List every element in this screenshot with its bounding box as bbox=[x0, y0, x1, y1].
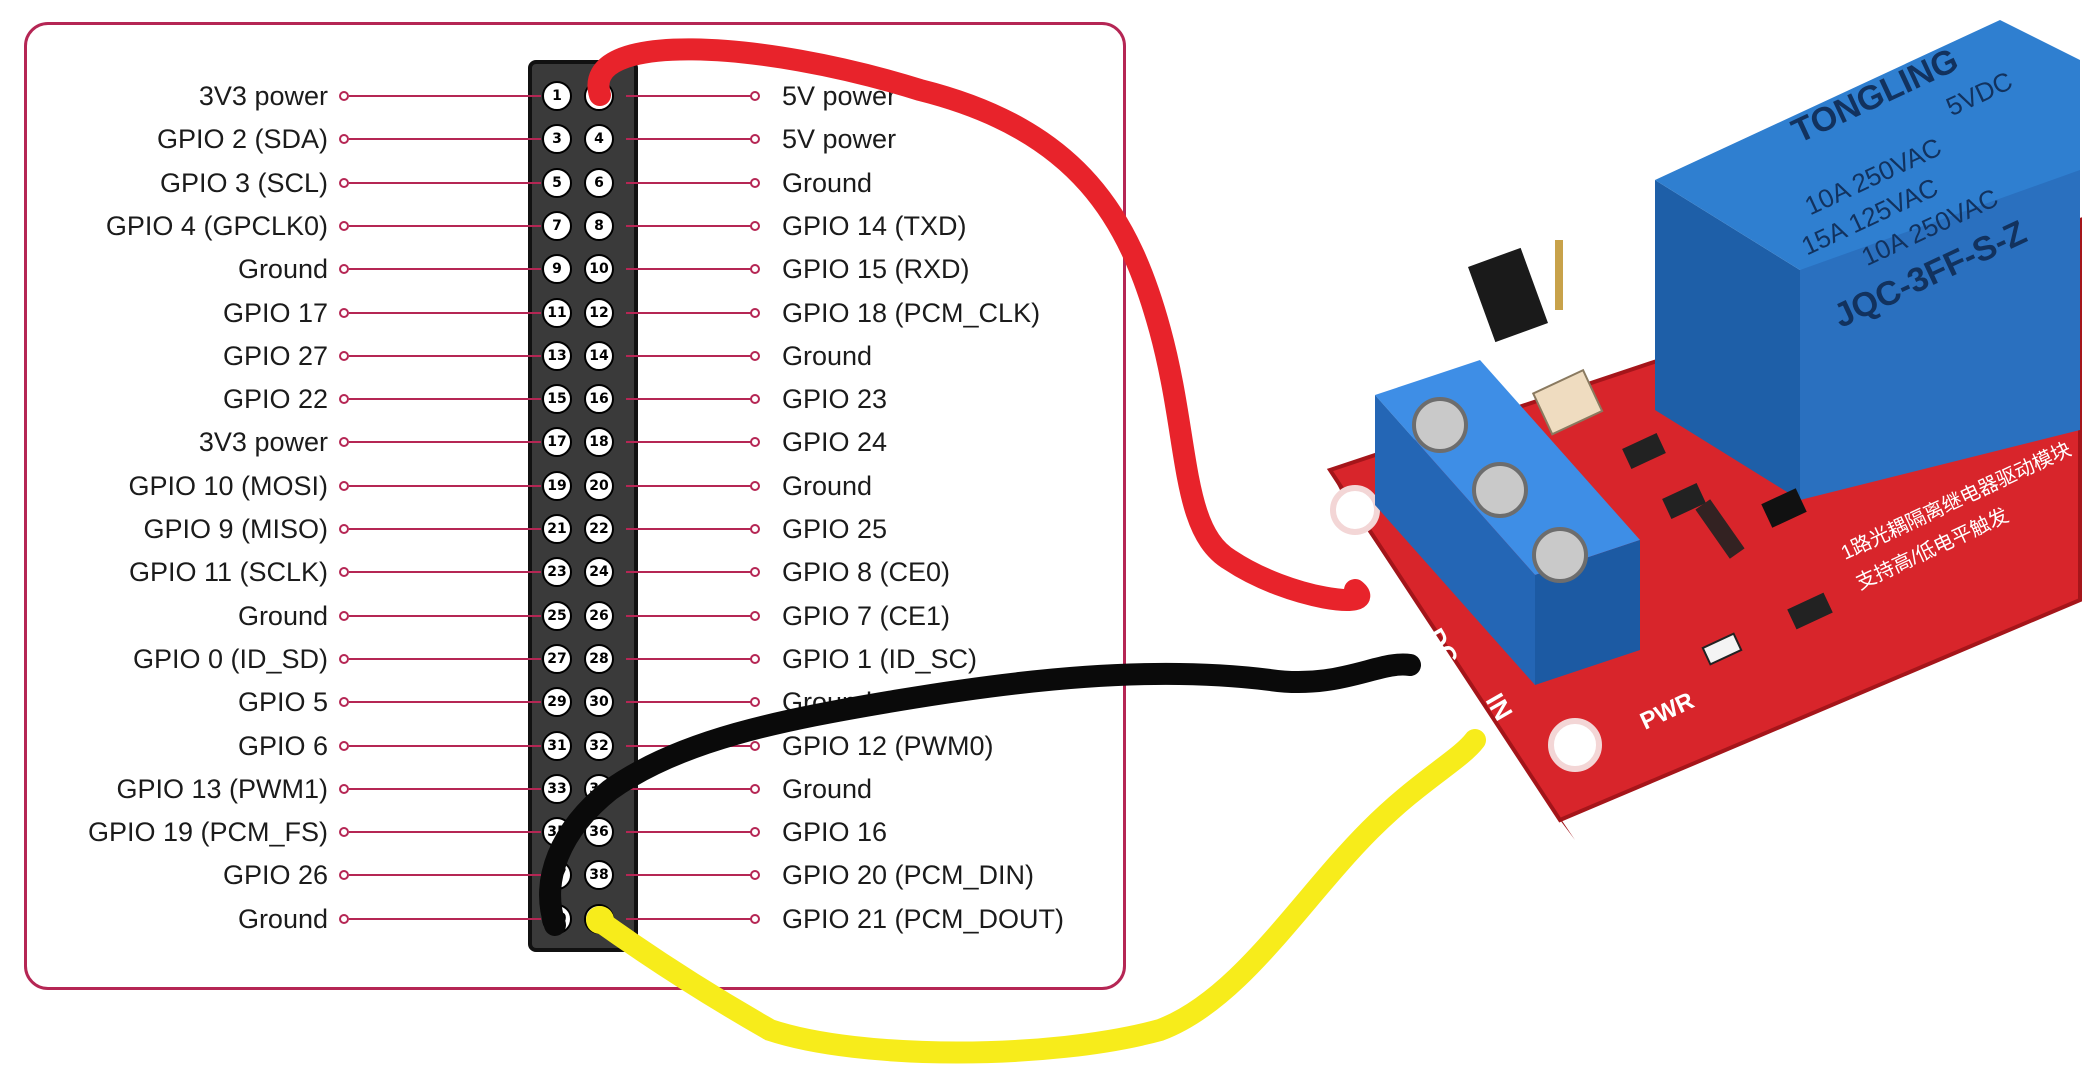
pin-leader-line bbox=[349, 355, 541, 357]
pin-label-left: GPIO 2 (SDA) bbox=[156, 124, 328, 154]
pin-leader-line bbox=[349, 528, 541, 530]
mounting-hole-icon bbox=[1330, 485, 1380, 535]
pin-label-left: GPIO 17 bbox=[222, 298, 328, 328]
pin-connector-dot bbox=[339, 741, 349, 751]
pin-number: 3 bbox=[542, 124, 572, 154]
pin-leader-line bbox=[349, 138, 541, 140]
pin-leader-line bbox=[349, 831, 541, 833]
screw-icon bbox=[1412, 397, 1468, 453]
pin-label-left: GPIO 19 (PCM_FS) bbox=[87, 817, 328, 847]
screw-icon bbox=[1532, 527, 1588, 583]
pin-connector-dot bbox=[339, 567, 349, 577]
pin-label-left: GPIO 3 (SCL) bbox=[159, 168, 328, 198]
pin-label-left: GPIO 4 (GPCLK0) bbox=[105, 211, 328, 241]
pin-number: 17 bbox=[542, 427, 572, 457]
pin-leader-line bbox=[349, 182, 541, 184]
jumper-pin-icon bbox=[1555, 240, 1563, 310]
pin-label-left: GPIO 9 (MISO) bbox=[143, 514, 328, 544]
pin-connector-dot bbox=[339, 134, 349, 144]
pin-leader-line bbox=[349, 398, 541, 400]
pin-label-left: 3V3 power bbox=[198, 81, 328, 111]
resistor-icon bbox=[1662, 483, 1706, 519]
pin-leader-line bbox=[349, 485, 541, 487]
resistor-icon bbox=[1622, 433, 1666, 469]
terminal-block-front bbox=[1375, 395, 1535, 685]
relay-body-top bbox=[1655, 20, 2080, 270]
relay-body-side bbox=[1655, 180, 1800, 500]
pin-leader-line bbox=[349, 571, 541, 573]
pin-connector-dot bbox=[339, 481, 349, 491]
pin-number: 25 bbox=[542, 601, 572, 631]
pin-leader-line bbox=[349, 615, 541, 617]
diode-icon bbox=[1695, 499, 1745, 559]
pin-leader-line bbox=[349, 701, 541, 703]
pin-connector-dot bbox=[339, 827, 349, 837]
pin-number: 13 bbox=[542, 341, 572, 371]
pin-number: 15 bbox=[542, 384, 572, 414]
pin-connector-dot bbox=[339, 870, 349, 880]
pin-label-left: Ground bbox=[237, 904, 328, 934]
pin-label-left: GPIO 27 bbox=[222, 341, 328, 371]
pin-connector-dot bbox=[339, 437, 349, 447]
pin-connector-dot bbox=[339, 611, 349, 621]
pin-label-left: GPIO 26 bbox=[222, 860, 328, 890]
pin-number: 11 bbox=[542, 298, 572, 328]
pin-connector-dot bbox=[339, 308, 349, 318]
pin-leader-line bbox=[349, 268, 541, 270]
pin-number: 1 bbox=[542, 81, 572, 111]
pin-number: 23 bbox=[542, 557, 572, 587]
pin-connector-dot bbox=[339, 178, 349, 188]
pin-number: 5 bbox=[542, 168, 572, 198]
led-icon bbox=[1701, 632, 1743, 666]
pin-leader-line bbox=[626, 615, 754, 617]
pin-connector-dot bbox=[339, 784, 349, 794]
pin-connector-dot bbox=[339, 221, 349, 231]
pin-label-left: Ground bbox=[237, 601, 328, 631]
pin-leader-line bbox=[349, 312, 541, 314]
pin-label-left: GPIO 22 bbox=[222, 384, 328, 414]
pin-connector-dot bbox=[339, 697, 349, 707]
pin-leader-line bbox=[349, 225, 541, 227]
pin-leader-line bbox=[349, 918, 541, 920]
pin-label-left: 3V3 power bbox=[198, 427, 328, 457]
pin-leader-line bbox=[349, 745, 541, 747]
pin-leader-line bbox=[349, 788, 541, 790]
pin-leader-line bbox=[349, 441, 541, 443]
pin-leader-line bbox=[349, 658, 541, 660]
pin-connector-dot bbox=[339, 654, 349, 664]
pin-connector-dot bbox=[339, 394, 349, 404]
pin-leader-line bbox=[349, 874, 541, 876]
pin-label-left: GPIO 6 bbox=[237, 731, 328, 761]
pin-number: 19 bbox=[542, 471, 572, 501]
pin-label-left: GPIO 0 (ID_SD) bbox=[132, 644, 328, 674]
jumper-icon bbox=[1468, 247, 1548, 343]
pin-connector-dot bbox=[339, 524, 349, 534]
mounting-hole-icon bbox=[1548, 718, 1602, 772]
transistor-icon bbox=[1761, 488, 1807, 528]
pin-label-left: Ground bbox=[237, 254, 328, 284]
optocoupler-icon bbox=[1531, 368, 1604, 436]
pin-connector-dot bbox=[339, 264, 349, 274]
resistor-icon bbox=[1787, 592, 1833, 630]
pin-connector-dot bbox=[339, 914, 349, 924]
pin-connector-dot bbox=[339, 351, 349, 361]
pin-label-left: GPIO 5 bbox=[237, 687, 328, 717]
pin-leader-line bbox=[349, 95, 541, 97]
pin-label-left: GPIO 13 (PWM1) bbox=[116, 774, 328, 804]
pin-number: 7 bbox=[542, 211, 572, 241]
screw-icon bbox=[1472, 462, 1528, 518]
relay-body-front bbox=[1800, 170, 2080, 500]
pin-connector-dot bbox=[750, 611, 760, 621]
pin-label-left: GPIO 11 (SCLK) bbox=[128, 557, 328, 587]
pin-number: 21 bbox=[542, 514, 572, 544]
pin-label-left: GPIO 10 (MOSI) bbox=[128, 471, 328, 501]
pin-connector-dot bbox=[339, 91, 349, 101]
pin-number: 9 bbox=[542, 254, 572, 284]
